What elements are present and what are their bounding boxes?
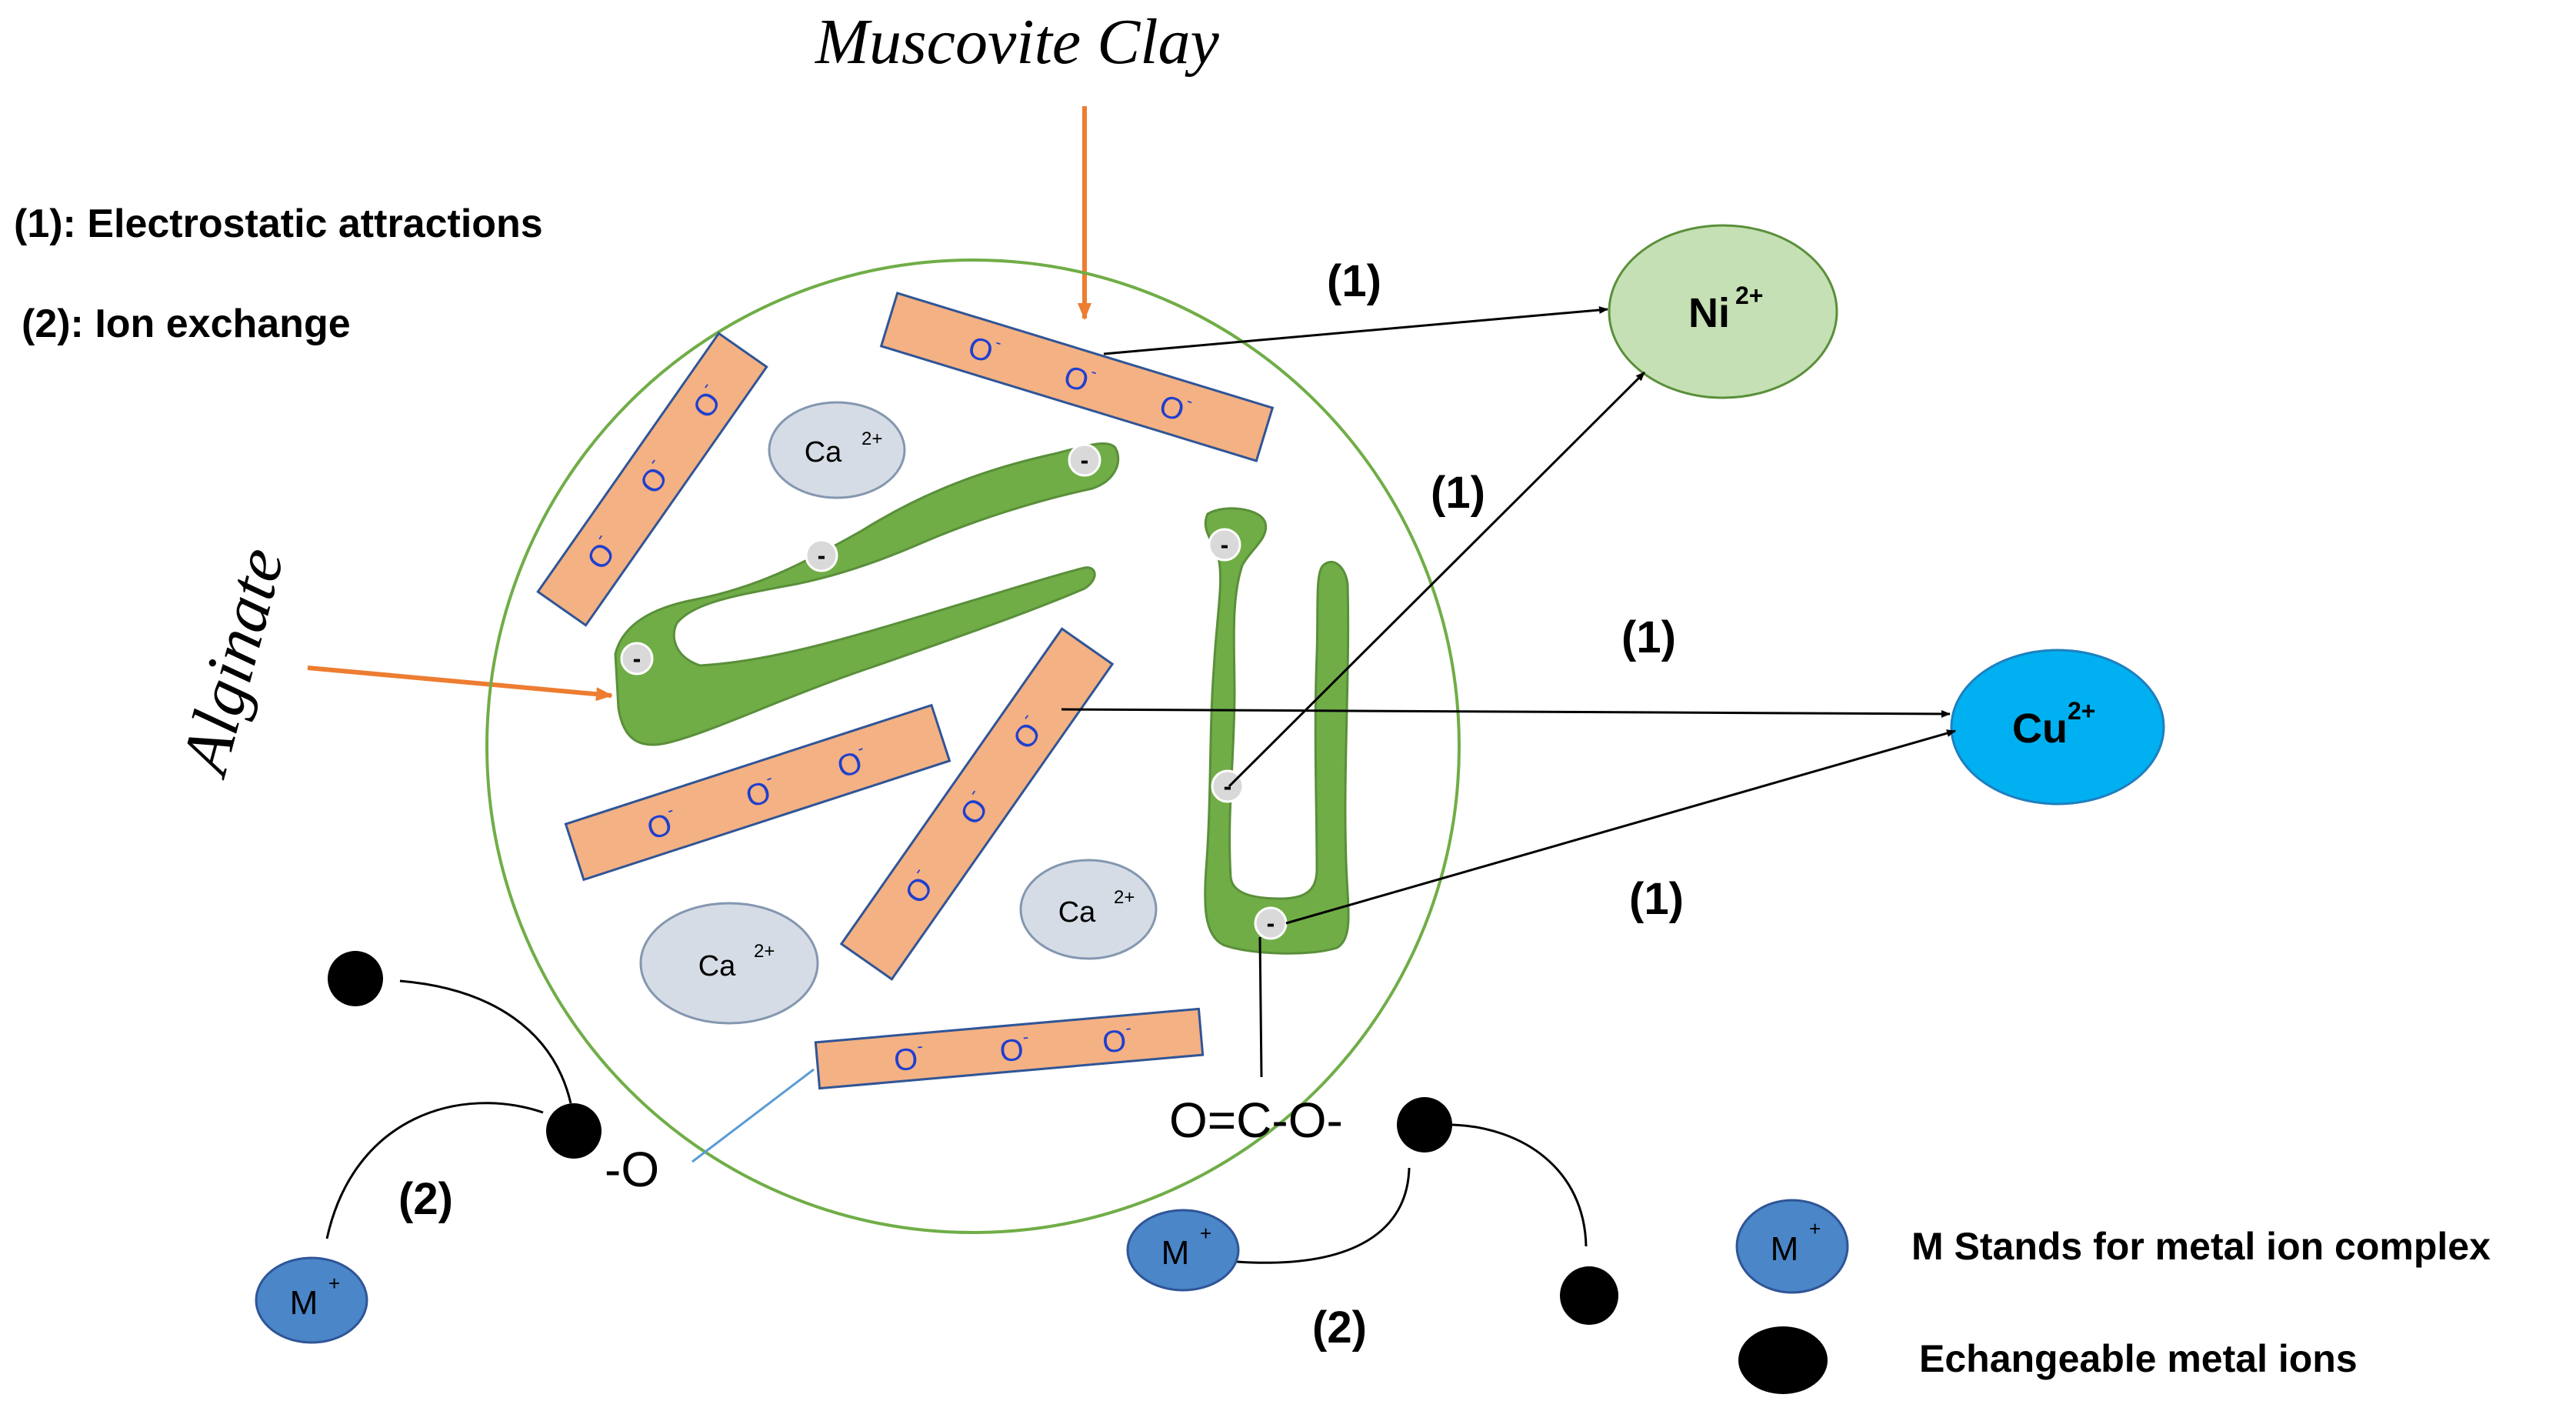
legend-electrostatic: (1): Electrostatic attractions — [14, 202, 543, 246]
svg-text:+: + — [328, 1272, 340, 1295]
alginate-bead-outline — [485, 259, 1461, 1234]
attraction-arrow-clay-ni — [1103, 305, 1608, 355]
svg-text:M: M — [290, 1284, 318, 1322]
legend-exchangeable: Echangeable metal ions — [1919, 1337, 2358, 1380]
legend-metal-complex: M Stands for metal ion complex — [1911, 1225, 2491, 1268]
negative-charge: - — [1254, 906, 1288, 940]
clay-platelet: O- O- O- — [814, 1007, 1205, 1090]
oxide-group: -O — [605, 1142, 659, 1197]
svg-text:-: - — [633, 645, 642, 672]
ca-ion: Ca 2+ — [639, 902, 819, 1025]
legend-m-ion: M + — [1735, 1199, 1849, 1294]
alginate-chain-right — [1204, 507, 1350, 955]
svg-text:-: - — [1022, 1027, 1029, 1047]
svg-text:-: - — [818, 542, 826, 569]
svg-text:2+: 2+ — [1735, 282, 1763, 309]
svg-text:-: - — [1267, 909, 1275, 937]
interaction-label-1: (1) — [1431, 468, 1485, 518]
m-ion: M + — [255, 1256, 368, 1344]
exchangeable-metal-ion — [328, 951, 383, 1006]
negative-charge: - — [1068, 443, 1101, 477]
svg-text:-: - — [1125, 1018, 1131, 1038]
svg-text:-: - — [1081, 446, 1089, 474]
svg-text:Ca: Ca — [1058, 896, 1096, 929]
alginate-pointer-arrow — [307, 665, 613, 702]
ni-ion: Ni 2+ — [1608, 224, 1838, 399]
interaction-label-2: (2) — [1312, 1303, 1367, 1353]
svg-text:-: - — [916, 1036, 923, 1056]
exchange-curve — [1451, 1123, 1588, 1247]
svg-text:Ca: Ca — [698, 950, 736, 982]
svg-text:2+: 2+ — [861, 429, 882, 449]
negative-charge: - — [620, 642, 654, 675]
legend-exchangeable-icon — [1738, 1326, 1828, 1394]
attraction-arrow-alginate-ni — [1228, 371, 1646, 788]
svg-text:O: O — [1101, 1024, 1128, 1060]
clay-platelet: O- O- O- — [536, 332, 768, 627]
svg-text:O: O — [892, 1042, 919, 1078]
svg-text:Ca: Ca — [805, 436, 842, 469]
exchangeable-metal-ion — [1397, 1097, 1452, 1152]
alginate-chain-left — [614, 442, 1120, 746]
clay-platelet: O- O- O- — [564, 703, 951, 882]
negative-charge: - — [1208, 528, 1241, 562]
svg-text:O: O — [998, 1032, 1025, 1069]
exchange-curve — [1236, 1167, 1411, 1264]
clay-platelet: O- O- O- — [879, 292, 1275, 462]
negative-charge: - — [805, 539, 838, 572]
interaction-label-1: (1) — [1327, 256, 1381, 306]
svg-text:M: M — [1771, 1230, 1799, 1268]
m-ion: M + — [1126, 1209, 1240, 1292]
svg-text:2+: 2+ — [1114, 887, 1135, 908]
interaction-label-1: (1) — [1629, 874, 1684, 924]
label-alginate: Alginate — [166, 540, 298, 785]
svg-text:Ni: Ni — [1688, 290, 1730, 336]
interaction-label-1: (1) — [1621, 612, 1676, 662]
title-muscovite-clay: Muscovite Clay — [815, 6, 1220, 78]
svg-text:2+: 2+ — [2068, 697, 2095, 725]
svg-text:+: + — [1809, 1217, 1821, 1240]
svg-text:2+: 2+ — [754, 941, 775, 962]
ca-ion: Ca 2+ — [1019, 859, 1158, 960]
clay-platelet: O- O- O- — [839, 627, 1115, 981]
svg-text:Cu: Cu — [2012, 706, 2068, 752]
interaction-label-2: (2) — [398, 1174, 453, 1224]
exchangeable-metal-ion — [1560, 1266, 1618, 1325]
exchangeable-metal-ion — [546, 1103, 602, 1159]
svg-text:M: M — [1161, 1234, 1190, 1272]
svg-text:-: - — [1224, 772, 1232, 800]
svg-text:-: - — [1221, 531, 1229, 559]
oxide-bond — [691, 1068, 815, 1163]
ca-ion: Ca 2+ — [768, 401, 906, 499]
carboxyl-group: O=C-O- — [1169, 1092, 1343, 1148]
cu-ion: Cu 2+ — [1950, 649, 2165, 806]
exchange-curve — [325, 1102, 544, 1239]
carboxyl-bond — [1258, 936, 1263, 1078]
attraction-arrow-alginate-cu — [1285, 729, 1956, 925]
svg-text:+: + — [1200, 1222, 1211, 1245]
attraction-arrow-clay-cu — [1061, 708, 1951, 718]
legend-ion-exchange: (2): Ion exchange — [22, 302, 351, 346]
exchange-curve — [399, 979, 572, 1104]
